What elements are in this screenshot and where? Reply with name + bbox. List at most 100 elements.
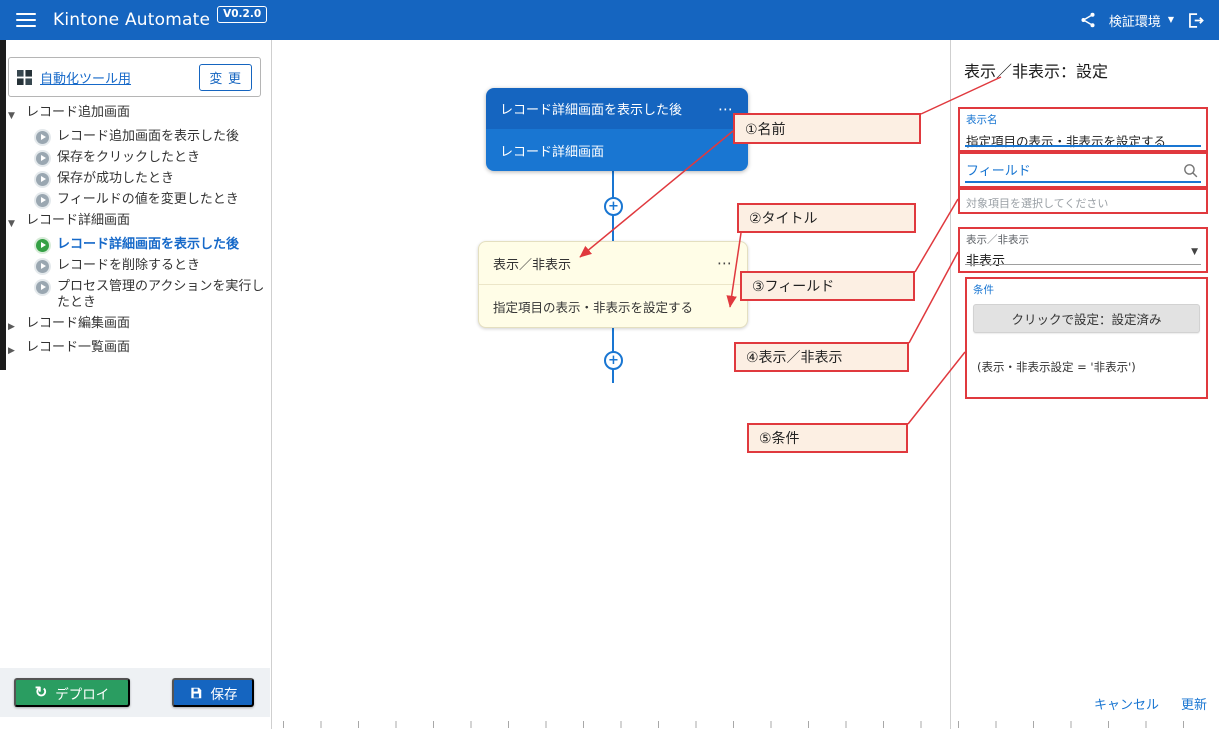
search-icon[interactable] (1182, 162, 1199, 183)
flow-node-action-body: 指定項目の表示・非表示を設定する (479, 285, 747, 327)
condition-group: 条件 クリックで設定：設定済み (表示・非表示設定 = '非表示') (965, 277, 1208, 399)
field-group: フィールド (958, 152, 1208, 188)
visibility-label: 表示／非表示 (966, 234, 1029, 246)
callout-label: ②タイトル (749, 211, 818, 227)
tree-item-label: レコード詳細画面を表示した後 (57, 236, 240, 252)
tree-group-record-edit[interactable]: ▶ レコード編集画面 (8, 313, 265, 337)
logout-icon[interactable] (1186, 11, 1205, 30)
display-name-group: 表示名 指定項目の表示・非表示を設定する (958, 107, 1208, 152)
event-icon (36, 151, 49, 165)
tree-item[interactable]: 保存をクリックしたとき (8, 147, 265, 168)
callout-label: ③フィールド (752, 279, 835, 295)
chevron-expanded-icon: ▼ (8, 110, 15, 121)
field-input[interactable]: フィールド (966, 164, 1031, 179)
current-app-link[interactable]: 自動化ツール用 (40, 71, 132, 87)
chevron-down-icon: ▼ (1191, 247, 1198, 257)
tree-item[interactable]: プロセス管理のアクションを実行したとき (8, 276, 265, 313)
field-helper-text: 対象項目を選択してください (958, 188, 1208, 214)
app-logo-icon (17, 69, 32, 85)
vertical-scrollbar-thumb[interactable] (0, 40, 6, 370)
flow-node-trigger-subtitle: レコード詳細画面 (500, 144, 605, 160)
plus-icon: + (608, 199, 619, 214)
tree-item-label: 保存が成功したとき (57, 170, 175, 186)
sidebar-footer: ↻ デプロイ 保存 (0, 668, 270, 717)
flow-node-action-title: 表示／非表示 (493, 257, 572, 273)
tree-item-label: レコードを削除するとき (57, 257, 201, 273)
add-node-icon[interactable]: + (604, 197, 623, 216)
save-button[interactable]: 保存 (172, 678, 254, 707)
deploy-button-label: デプロイ (55, 686, 110, 702)
flow-node-action-subtitle: 指定項目の表示・非表示を設定する (493, 299, 694, 315)
chevron-collapsed-icon: ▶ (8, 345, 15, 356)
tree-group-label: レコード詳細画面 (26, 212, 131, 228)
plus-icon: + (608, 353, 619, 368)
tree-group-record-list[interactable]: ▶ レコード一覧画面 (8, 337, 265, 361)
tree-item-label: レコード追加画面を表示した後 (57, 128, 240, 144)
save-icon (189, 686, 203, 700)
condition-label: 条件 (973, 284, 994, 296)
panel-footer-links: キャンセル 更新 (1094, 694, 1207, 713)
event-icon (36, 172, 49, 186)
chevron-down-icon: ▼ (1167, 15, 1174, 24)
tree-item[interactable]: フィールドの値を変更したとき (8, 189, 265, 210)
sidebar: 自動化ツール用 変 更 ▼ レコード追加画面 レコード追加画面を表示した後 保存… (0, 40, 272, 729)
tree-item[interactable]: レコードを削除するとき (8, 255, 265, 276)
header-actions: 検証環境 ▼ (1079, 11, 1205, 30)
tree-item-label: フィールドの値を変更したとき (57, 191, 239, 207)
tree-group-label: レコード追加画面 (26, 104, 131, 120)
sync-icon: ↻ (34, 684, 48, 701)
visibility-value: 非表示 (966, 254, 1006, 269)
callout-label: ①名前 (745, 121, 786, 138)
cancel-link[interactable]: キャンセル (1093, 698, 1159, 713)
tree-item-active[interactable]: レコード詳細画面を表示した後 (8, 234, 265, 255)
flow-node-trigger[interactable]: レコード詳細画面を表示した後 ⋯ レコード詳細画面 (486, 88, 748, 171)
hamburger-menu-icon[interactable] (16, 13, 36, 27)
callout-title: ②タイトル (737, 203, 916, 233)
change-app-button[interactable]: 変 更 (199, 63, 252, 91)
tree-group-label: レコード一覧画面 (26, 339, 131, 355)
horizontal-scrollbar[interactable] (283, 721, 1219, 728)
visibility-select[interactable]: 表示／非表示 非表示 ▼ (958, 227, 1208, 273)
node-more-icon[interactable]: ⋯ (718, 99, 734, 118)
app-title: Kintone Automate (53, 10, 211, 30)
event-icon (36, 130, 49, 144)
flow-node-action[interactable]: 表示／非表示 ⋯ 指定項目の表示・非表示を設定する (478, 241, 748, 328)
settings-panel-title: 表示／非表示：設定 (964, 62, 1109, 81)
tree-item-label: 保存をクリックしたとき (57, 149, 201, 165)
chevron-expanded-icon: ▼ (8, 218, 15, 229)
chevron-collapsed-icon: ▶ (8, 321, 15, 332)
select-underline (965, 264, 1201, 265)
event-icon (36, 280, 49, 294)
event-icon (36, 193, 49, 207)
input-underline (965, 145, 1201, 147)
deploy-button[interactable]: ↻ デプロイ (14, 678, 130, 707)
environment-label: 検証環境 (1108, 14, 1161, 30)
node-more-icon[interactable]: ⋯ (717, 254, 733, 272)
callout-visibility: ④表示／非表示 (734, 342, 909, 372)
tree-item[interactable]: レコード追加画面を表示した後 (8, 126, 265, 147)
tree-item-label: プロセス管理のアクションを実行したとき (57, 278, 265, 310)
tree-item[interactable]: 保存が成功したとき (8, 168, 265, 189)
update-link[interactable]: 更新 (1180, 698, 1207, 713)
tree-group-record-add[interactable]: ▼ レコード追加画面 (8, 102, 265, 126)
save-button-label: 保存 (210, 686, 238, 702)
flow-node-trigger-header: レコード詳細画面を表示した後 ⋯ (486, 88, 748, 129)
condition-settings-button[interactable]: クリックで設定：設定済み (973, 304, 1200, 333)
display-name-input[interactable]: 指定項目の表示・非表示を設定する (966, 134, 1167, 149)
callout-name: ①名前 (733, 113, 921, 144)
tree-group-record-detail[interactable]: ▼ レコード詳細画面 (8, 210, 265, 234)
environment-dropdown[interactable]: 検証環境 ▼ (1109, 11, 1174, 30)
callout-field: ③フィールド (740, 271, 915, 301)
app-header: Kintone Automate V0.2.0 検証環境 ▼ (0, 0, 1219, 40)
event-icon-active (36, 238, 49, 252)
input-underline (965, 181, 1201, 183)
flow-node-trigger-body: レコード詳細画面 (486, 129, 748, 171)
callout-label: ④表示／非表示 (746, 350, 843, 366)
condition-summary: (表示・非表示設定 = '非表示') (977, 360, 1136, 374)
flow-node-trigger-title: レコード詳細画面を表示した後 (500, 103, 683, 118)
flow-node-action-header: 表示／非表示 ⋯ (479, 242, 747, 285)
add-node-icon[interactable]: + (604, 351, 623, 370)
share-icon[interactable] (1079, 11, 1097, 29)
event-tree: ▼ レコード追加画面 レコード追加画面を表示した後 保存をクリックしたとき 保存… (8, 102, 265, 361)
